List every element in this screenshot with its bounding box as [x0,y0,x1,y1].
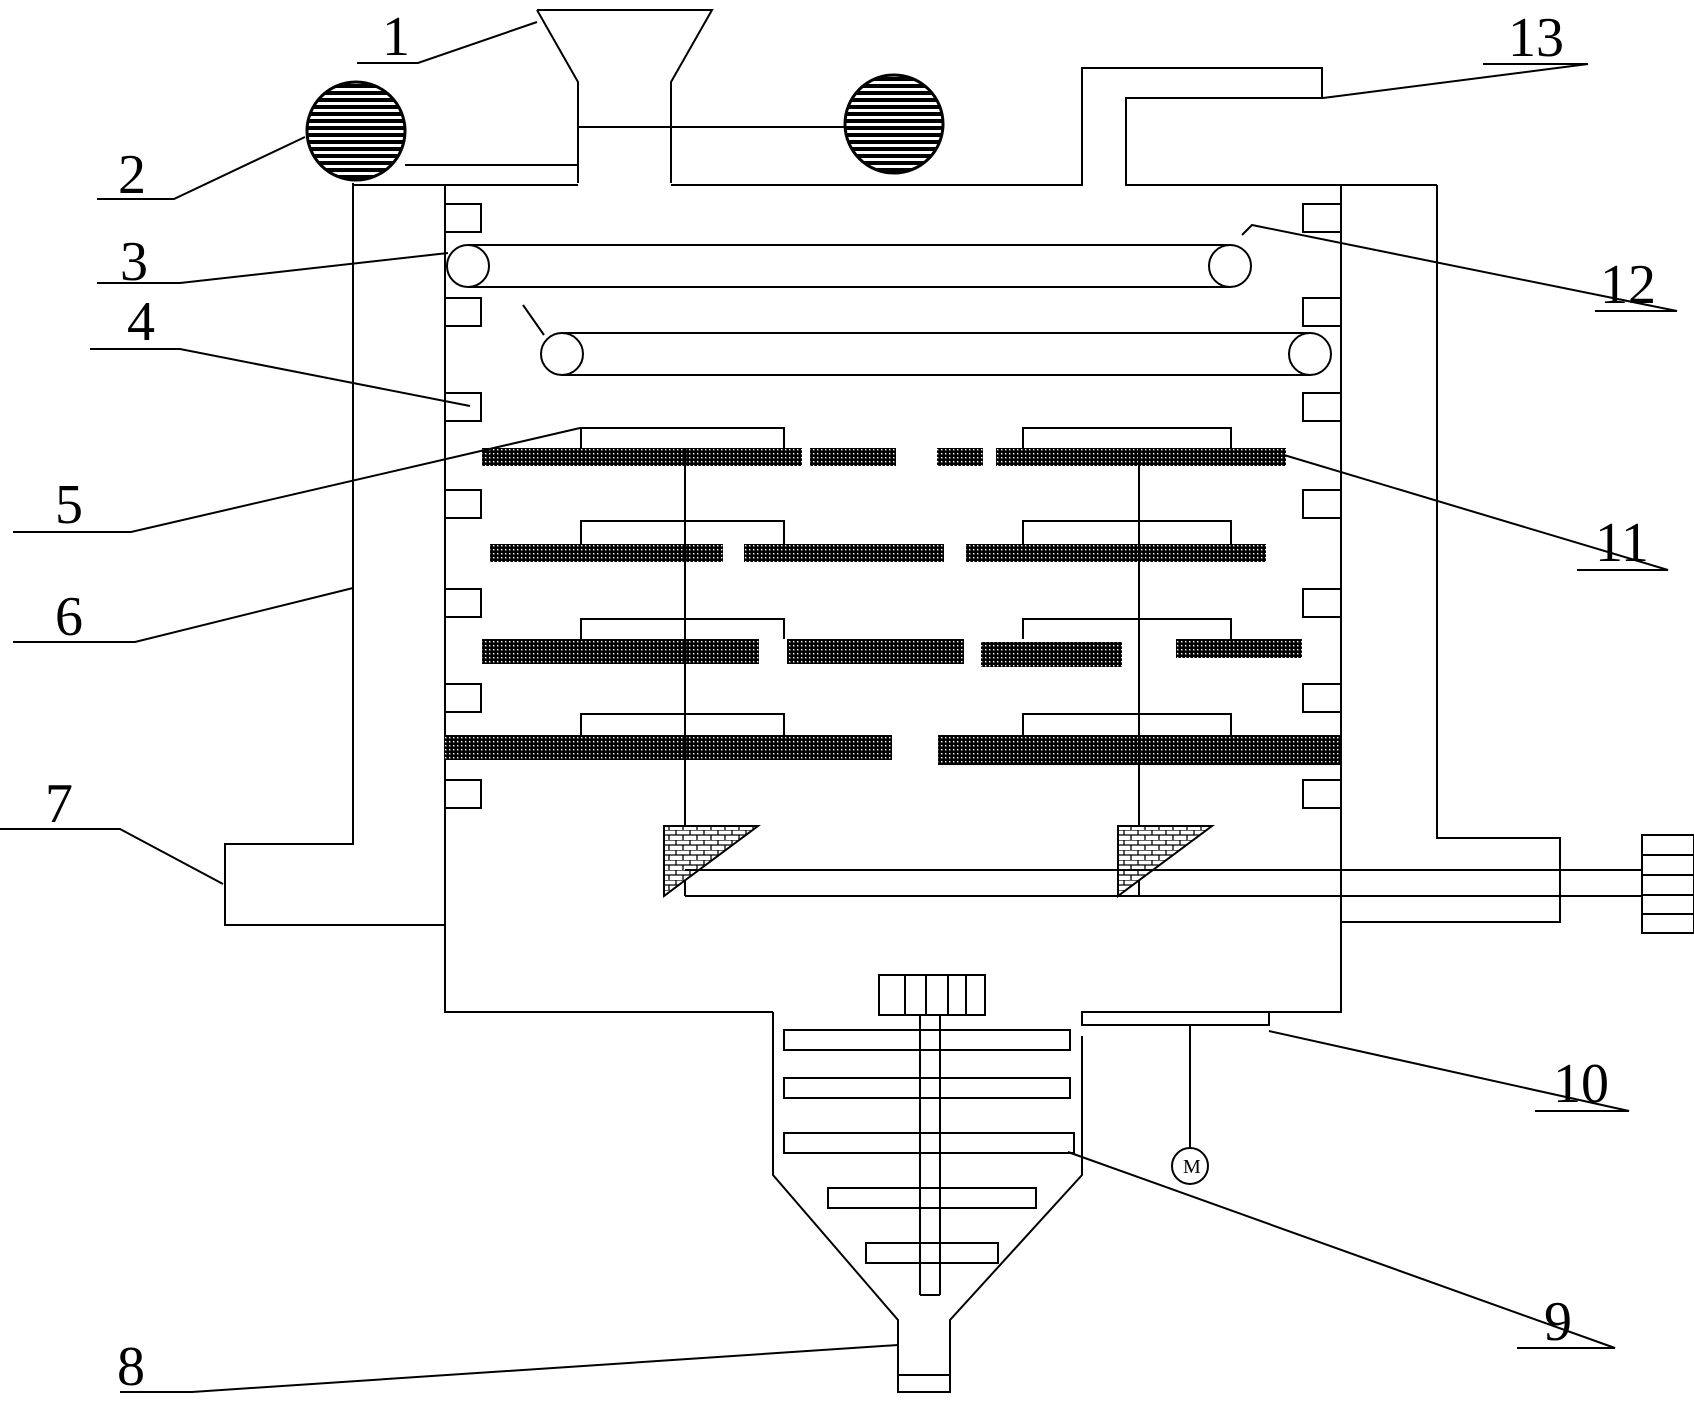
baffle-right-4 [1302,489,1341,519]
callout-label-3: 3 [120,231,148,293]
outer-jacket [224,67,1561,926]
callout-label-13: 13 [1508,7,1564,69]
feed-hopper [536,9,714,183]
callout-label-5: 5 [55,474,83,536]
callout-labels: 1 2 3 4 5 6 7 8 9 10 11 12 13 [45,6,1656,1398]
callout-label-2: 2 [118,144,146,206]
callout-label-12: 12 [1600,254,1656,316]
baffle-left-5 [445,588,482,618]
baffle-right-3 [1302,392,1341,422]
baffle-right-7 [1302,779,1341,809]
chamber-baffles [445,203,1341,809]
roller-pointer [522,304,545,336]
baffle-left-6 [445,683,482,713]
drive-system [663,448,1694,934]
baffle-right-2 [1302,297,1341,327]
callout-label-7: 7 [45,773,73,835]
callout-label-9: 9 [1544,1291,1572,1353]
heater-roller-left [305,80,407,182]
baffle-right-6 [1302,683,1341,713]
motor-symbol: M [1183,1156,1201,1178]
conveyor-belts [446,244,1332,376]
drying-trays [445,427,1341,765]
baffle-right-5 [1302,588,1341,618]
callout-leaders [0,21,1678,1393]
baffle-left-1 [445,203,482,233]
callout-label-10: 10 [1553,1053,1609,1115]
motor-pulley-right [1641,834,1694,934]
heater-roller-right [843,73,945,175]
upper-conveyor [446,244,1252,288]
baffle-right-1 [1302,203,1341,233]
callout-label-6: 6 [55,586,83,648]
callout-label-1: 1 [382,6,410,68]
callout-label-8: 8 [117,1336,145,1398]
baffle-left-4 [445,489,482,519]
baffle-left-3 [445,392,482,422]
callout-label-4: 4 [127,291,155,353]
cooling-hopper: M [772,974,1270,1393]
callout-label-11: 11 [1595,512,1649,574]
inner-chamber [444,185,1342,1013]
heater-rollers [305,73,945,182]
baffle-left-2 [445,297,482,327]
baffle-left-7 [445,779,482,809]
lower-conveyor [540,332,1332,376]
